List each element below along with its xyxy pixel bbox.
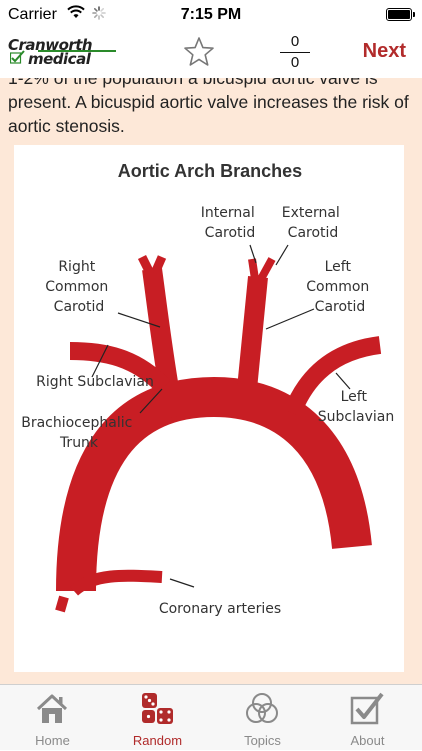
carrier-label: Carrier bbox=[8, 6, 57, 23]
tab-about[interactable]: About bbox=[315, 685, 420, 751]
wifi-icon bbox=[66, 4, 86, 25]
logo-line-1: Cranworth bbox=[8, 36, 93, 54]
tab-random[interactable]: Random bbox=[105, 685, 210, 751]
label-right-common-carotid: Right Common Carotid bbox=[45, 259, 113, 315]
tab-bar: Home Random bbox=[0, 684, 422, 750]
label-coronary-arteries: Coronary arteries bbox=[159, 601, 281, 617]
status-bar: Carrier 7:15 PM bbox=[0, 0, 422, 30]
explanation-text: 1-2% of the population a bicuspid aortic… bbox=[8, 78, 409, 136]
tab-topics[interactable]: Topics bbox=[210, 685, 315, 751]
fraction-bar bbox=[280, 52, 310, 53]
star-outline-icon bbox=[184, 37, 214, 66]
tab-home[interactable]: Home bbox=[0, 685, 105, 751]
aortic-vessels bbox=[55, 254, 382, 613]
battery-icon bbox=[386, 8, 415, 21]
logo-check-icon bbox=[9, 50, 26, 69]
favorite-star-button[interactable] bbox=[183, 36, 215, 68]
tab-label-about: About bbox=[350, 733, 385, 748]
tab-label-random: Random bbox=[132, 733, 183, 748]
home-icon bbox=[34, 691, 70, 727]
navigation-bar: Cranworth medical 0 0 Next bbox=[0, 30, 422, 78]
tab-label-home: Home bbox=[35, 733, 70, 748]
label-left-subclavian: Left Subclavian bbox=[318, 389, 394, 425]
label-external-carotid: External Carotid bbox=[282, 205, 345, 241]
figure-labels: Internal Carotid External Carotid Right … bbox=[21, 205, 394, 617]
logo-line-2: medical bbox=[28, 50, 91, 68]
label-left-common-carotid: Left Common Carotid bbox=[306, 259, 374, 315]
score-denominator: 0 bbox=[290, 54, 300, 71]
label-internal-carotid: Internal Carotid bbox=[201, 205, 259, 241]
activity-spinner-icon bbox=[92, 6, 106, 25]
cranworth-medical-logo: Cranworth medical bbox=[6, 36, 118, 68]
score-fraction: 0 0 bbox=[278, 33, 312, 72]
label-brachiocephalic-trunk: Brachiocephalic Trunk bbox=[21, 415, 137, 451]
aortic-arch-diagram: Aortic Arch Branches bbox=[21, 161, 394, 617]
venn-circles-icon bbox=[244, 691, 280, 727]
leader-lines bbox=[91, 244, 351, 588]
label-right-subclavian: Right Subclavian bbox=[36, 374, 154, 390]
status-time: 7:15 PM bbox=[180, 6, 242, 23]
next-button[interactable]: Next bbox=[362, 40, 406, 62]
checkbox-icon bbox=[349, 691, 385, 727]
logo-rule bbox=[38, 50, 116, 52]
score-numerator: 0 bbox=[290, 33, 300, 50]
aortic-arch-figure: Aortic Arch Branches bbox=[14, 145, 404, 672]
dice-icon bbox=[139, 691, 175, 727]
figure-title: Aortic Arch Branches bbox=[118, 161, 302, 181]
tab-label-topics: Topics bbox=[244, 733, 281, 748]
question-content: 1-2% of the population a bicuspid aortic… bbox=[0, 78, 422, 684]
